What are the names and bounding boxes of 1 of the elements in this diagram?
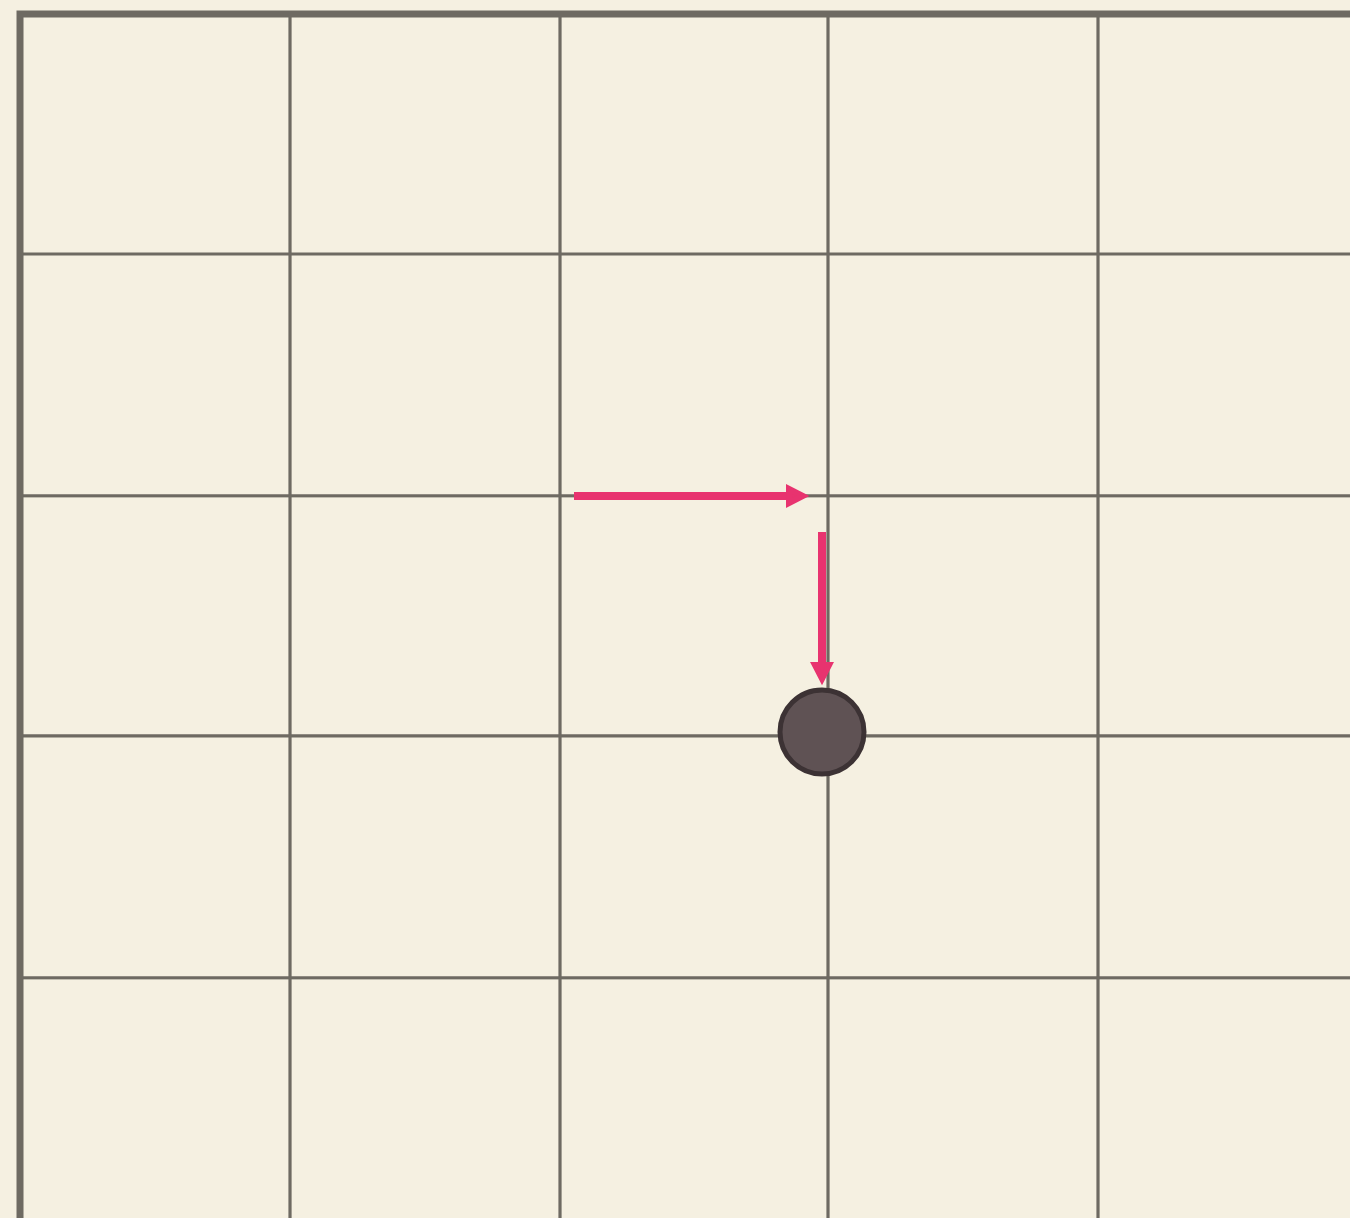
dot [777, 687, 867, 777]
